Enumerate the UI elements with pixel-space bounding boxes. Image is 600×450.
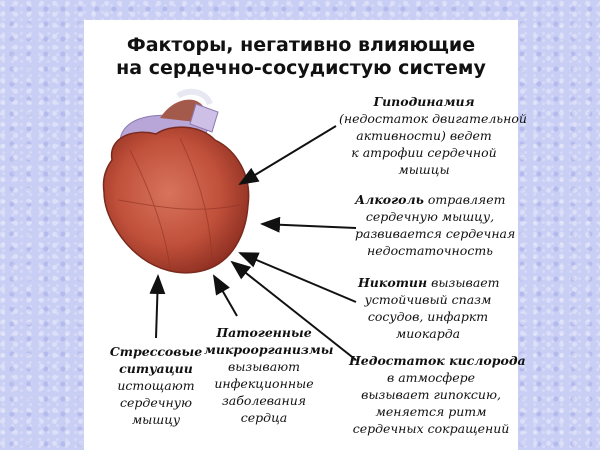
factor-oxygen-line-1: в атмосфере <box>386 370 476 385</box>
factor-nicotine-line-1: устойчивый спазм <box>364 292 492 307</box>
factor-hypodynamia: Гиподинамия (недостаток двигательной акт… <box>339 93 527 178</box>
factor-stress-line-3: мышцу <box>131 412 181 427</box>
factor-nicotine-line-3: миокарда <box>395 326 461 341</box>
arrow-nicotine <box>238 252 357 303</box>
factor-stress-lead-2: ситуации <box>119 361 193 376</box>
factor-nicotine-line-2: сосудов, инфаркт <box>367 309 489 324</box>
factor-stress-lead-1: Стрессовые <box>109 344 203 359</box>
arrow-alcohol <box>260 216 357 233</box>
heart-shape <box>102 126 250 274</box>
arrow-oxygen <box>230 260 357 361</box>
factor-oxygen-line-3: меняется ритм <box>375 404 487 419</box>
factor-alcohol-lead-tail: отравляет <box>423 192 506 207</box>
factor-hypodynamia-line-1: (недостаток двигательной <box>339 111 527 126</box>
factor-alcohol-line-2: развивается сердечная <box>355 226 516 241</box>
factor-oxygen-line-4: сердечных сокращений <box>352 421 510 436</box>
factor-hypodynamia-line-4: мышцы <box>398 162 450 177</box>
factor-hypodynamia-line-2: активности) ведет <box>356 128 492 143</box>
factor-oxygen-line-2: вызывает гипоксию, <box>361 387 501 402</box>
factor-microorganisms-lead-2: микроорганизмы <box>204 342 334 357</box>
title-line-2: на сердечно-сосудистую систему <box>116 57 486 79</box>
factor-hypodynamia-lead: Гиподинамия <box>373 94 475 109</box>
arrow-stress <box>149 274 166 339</box>
factor-microorganisms-lead-1: Патогенные <box>216 325 312 340</box>
factor-microorganisms-line-2: инфекционные <box>214 376 314 391</box>
factor-stress-line-1: истощают <box>117 378 195 393</box>
factor-microorganisms-line-1: вызывают <box>227 359 301 374</box>
factor-alcohol: Алкоголь отравляет сердечную мышцу, разв… <box>355 191 516 259</box>
factor-nicotine: Никотин вызывает устойчивый спазм сосудо… <box>358 274 500 342</box>
factor-nicotine-lead: Никотин <box>358 275 428 290</box>
diagram-title: Факторы, негативно влияющие на сердечно-… <box>84 34 518 80</box>
factor-hypodynamia-line-3: к атрофии сердечной <box>351 145 497 160</box>
factor-alcohol-line-3: недостаточность <box>367 243 493 258</box>
factor-microorganisms-line-4: сердца <box>240 410 288 425</box>
factor-microorganisms-line-3: заболевания <box>221 393 307 408</box>
factor-oxygen: Недостаток кислорода в атмосфере вызывае… <box>349 352 526 437</box>
title-line-1: Факторы, негативно влияющие <box>126 34 476 56</box>
factor-alcohol-lead: Алкоголь <box>355 192 424 207</box>
factor-nicotine-lead-tail: вызывает <box>427 275 500 290</box>
factor-stress: Стрессовые ситуации истощают сердечную м… <box>106 343 206 428</box>
factor-oxygen-lead: Недостаток кислорода <box>349 353 526 368</box>
factor-stress-line-2: сердечную <box>120 395 192 410</box>
factor-microorganisms: Патогенные микроорганизмы вызывают инфек… <box>204 324 334 426</box>
arrow-hypodynamia <box>238 125 337 186</box>
arrows <box>149 125 357 361</box>
arrow-microorganisms <box>213 274 238 317</box>
factor-alcohol-line-1: сердечную мышцу, <box>365 209 495 224</box>
